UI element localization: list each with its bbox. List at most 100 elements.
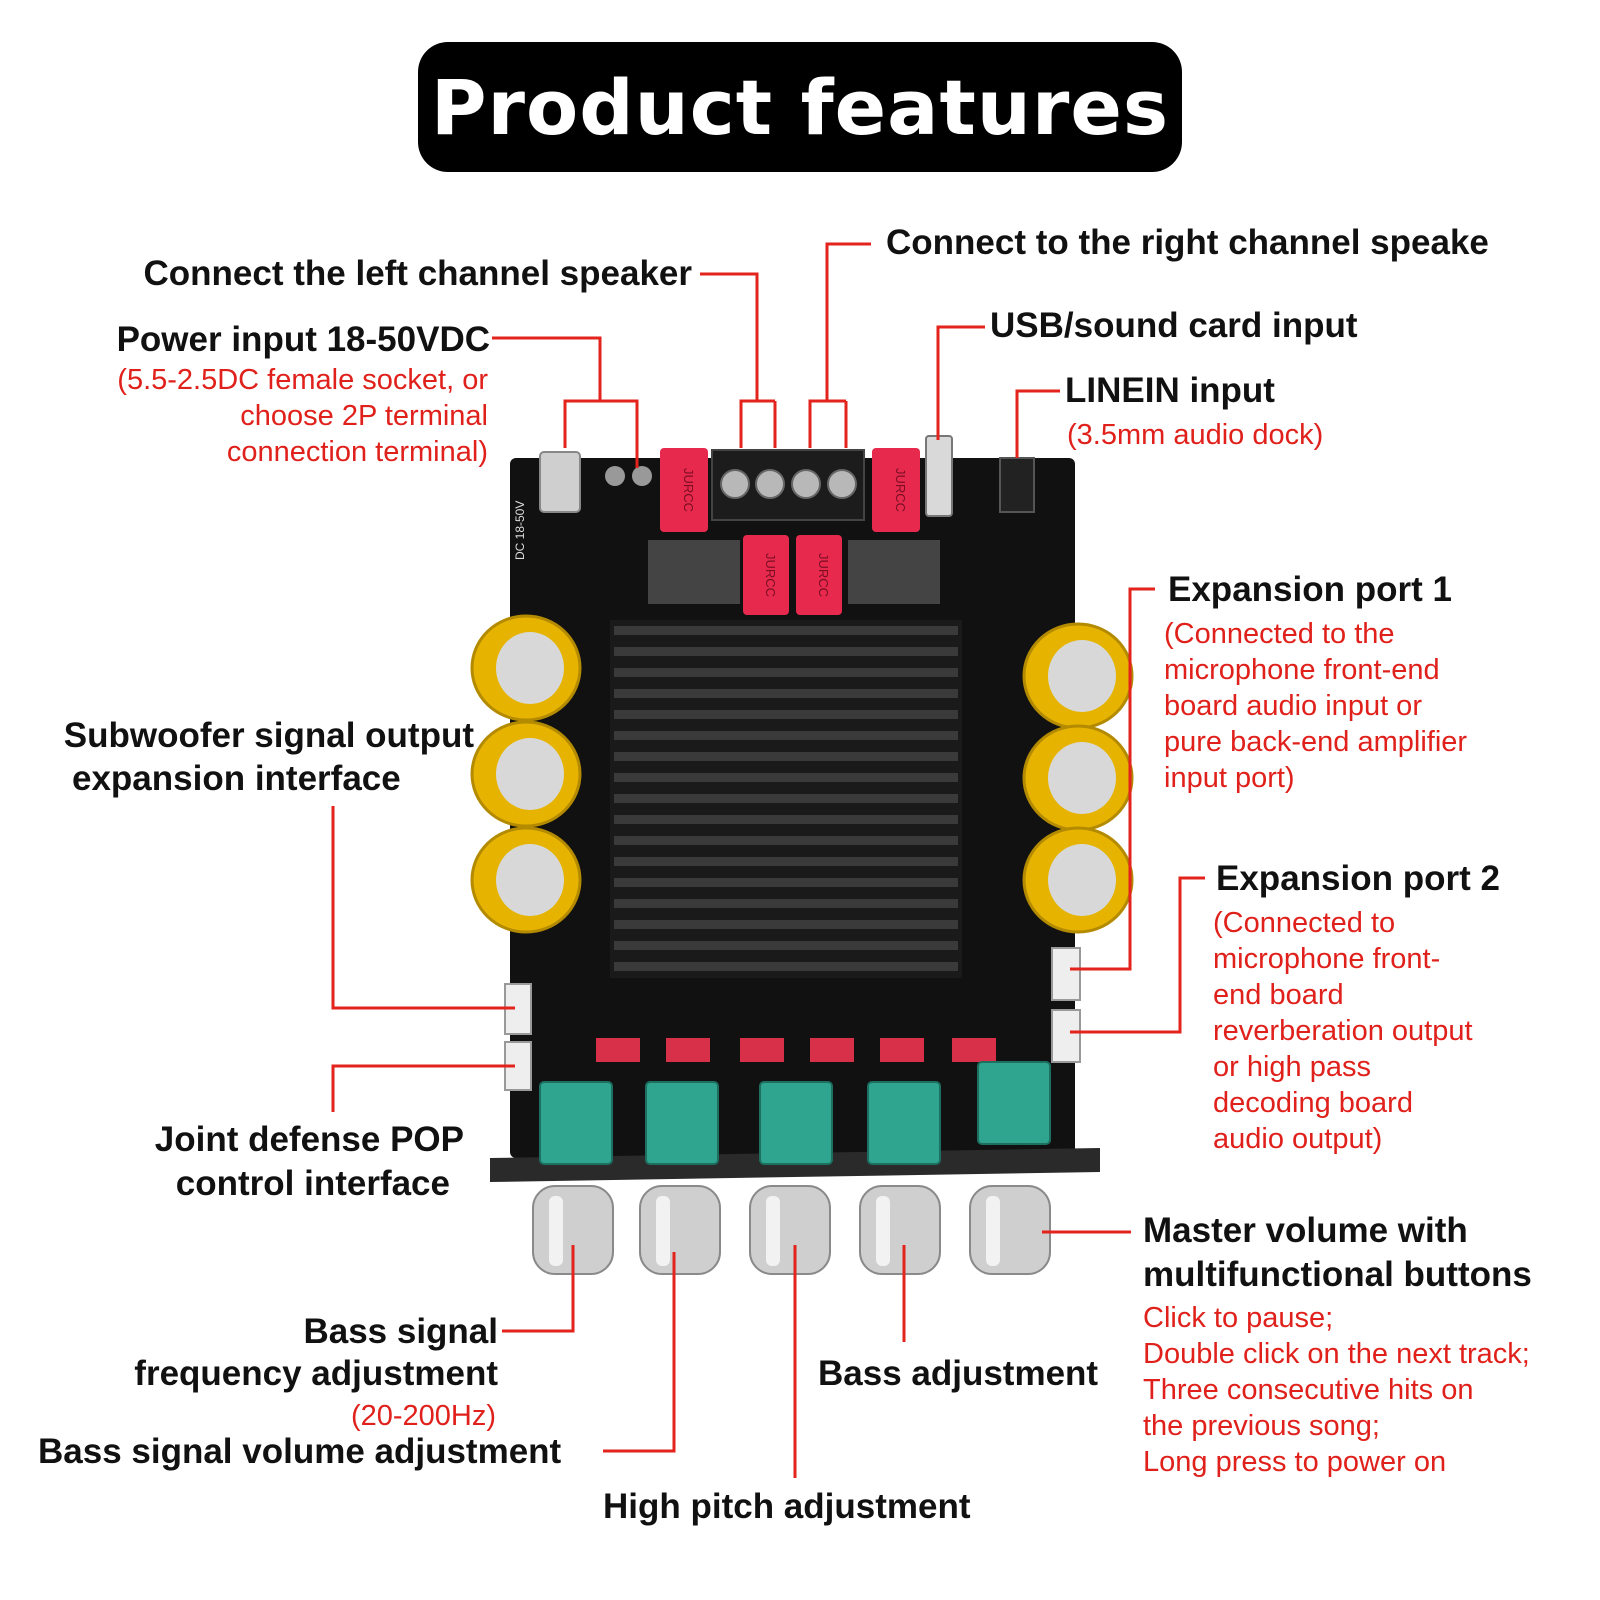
joint-defense-label-1: Joint defense POP <box>154 1120 464 1159</box>
expansion-port-1-detail-5: input port) <box>1164 762 1295 794</box>
page-title: Product features <box>430 62 1170 152</box>
audio-jack <box>999 457 1035 513</box>
master-volume-detail-5: Long press to power on <box>1143 1446 1447 1478</box>
terminal-screw <box>720 469 750 499</box>
right-speaker-label: Connect to the right channel speake <box>886 223 1489 262</box>
left-speaker-label: Connect the left channel speaker <box>143 254 692 293</box>
expansion-port-1-detail-4: pure back-end amplifier <box>1164 726 1468 758</box>
expansion-port-2-detail-4: reverberation output <box>1213 1015 1473 1047</box>
expansion-port-1-detail-1: (Connected to the <box>1164 618 1395 650</box>
capacitor <box>1022 622 1134 730</box>
master-volume-label-2: multifunctional buttons <box>1143 1255 1532 1294</box>
high-pitch-label: High pitch adjustment <box>603 1487 971 1526</box>
terminal-screw <box>791 469 821 499</box>
power-terminal-screw <box>605 466 625 486</box>
master-volume-detail-4: the previous song; <box>1143 1410 1380 1442</box>
bass-freq-label-1: Bass signal <box>303 1312 498 1351</box>
knob <box>639 1185 721 1275</box>
potentiometer <box>539 1081 613 1165</box>
terminal-screw <box>755 469 785 499</box>
expansion-port-1 <box>1051 947 1081 1001</box>
capacitor <box>470 614 582 722</box>
leader-line-right-speaker <box>808 242 871 448</box>
leader-line-power <box>492 336 602 448</box>
power-input-detail-1: (5.5-2.5DC female socket, or <box>117 364 488 396</box>
red-chip <box>666 1038 710 1062</box>
svg-text:JURCC: JURCC <box>816 553 831 597</box>
inductor-jurcc: JURCC <box>872 448 920 532</box>
leader-line-power-b <box>600 399 639 468</box>
svg-text:JURCC: JURCC <box>893 468 908 512</box>
leader-line-joint <box>331 1064 515 1112</box>
power-input-detail-3: connection terminal) <box>226 436 488 468</box>
bass-freq-range: (20-200Hz) <box>350 1400 496 1432</box>
inductor-jurcc: JURCC <box>743 535 789 615</box>
capacitor <box>470 826 582 934</box>
red-chip <box>740 1038 784 1062</box>
power-input-label: Power input 18-50VDC <box>116 320 490 359</box>
capacitor <box>1022 724 1134 832</box>
expansion-port-2-detail-5: or high pass <box>1213 1051 1371 1083</box>
red-chip <box>952 1038 996 1062</box>
linein-detail: (3.5mm audio dock) <box>1067 419 1324 451</box>
potentiometer <box>867 1081 941 1165</box>
inductor-grey <box>848 540 940 604</box>
usb-input-label: USB/sound card input <box>990 306 1358 345</box>
leader-line-bass-freq <box>502 1245 575 1333</box>
expansion-port-2-detail-6: decoding board <box>1213 1087 1413 1119</box>
expansion-port-1-detail-3: board audio input or <box>1164 690 1422 722</box>
knob <box>749 1185 831 1275</box>
bass-adjustment-label: Bass adjustment <box>818 1354 1099 1393</box>
master-volume-detail-1: Click to pause; <box>1143 1302 1334 1334</box>
expansion-port-2 <box>1051 1009 1081 1063</box>
leader-line-exp2 <box>1070 876 1205 1034</box>
master-volume-label-1: Master volume with <box>1143 1211 1468 1250</box>
leader-line-subwoofer <box>331 806 515 1010</box>
expansion-port-2-label: Expansion port 2 <box>1216 859 1500 898</box>
capacitor <box>470 720 582 828</box>
bass-volume-label: Bass signal volume adjustment <box>38 1432 562 1471</box>
leader-line-linein <box>1015 389 1060 458</box>
knob <box>859 1185 941 1275</box>
knob <box>532 1185 614 1275</box>
leader-line-bass-volume <box>603 1252 676 1453</box>
master-volume-detail-2: Double click on the next track; <box>1143 1338 1530 1370</box>
leader-line-left-speaker <box>700 272 759 448</box>
red-chip <box>880 1038 924 1062</box>
power-marking-text: DC 18-50V <box>513 501 527 560</box>
terminal-screw <box>827 469 857 499</box>
joint-defense-label-2: control interface <box>175 1164 450 1203</box>
capacitor <box>1022 826 1134 934</box>
title-banner: Product features <box>418 42 1182 172</box>
inductor-grey <box>648 540 740 604</box>
expansion-port-2-detail-3: end board <box>1213 979 1344 1011</box>
potentiometer <box>977 1061 1051 1145</box>
red-chip <box>810 1038 854 1062</box>
svg-text:JURCC: JURCC <box>763 553 778 597</box>
inductor-jurcc: JURCC <box>796 535 842 615</box>
svg-text:JURCC: JURCC <box>681 468 696 512</box>
expansion-port-2-detail-7: audio output) <box>1213 1123 1383 1155</box>
expansion-port-1-label: Expansion port 1 <box>1168 570 1452 609</box>
bass-freq-label-2: frequency adjustment <box>134 1354 498 1393</box>
leader-line-exp1 <box>1070 587 1155 971</box>
master-volume-detail-3: Three consecutive hits on <box>1143 1374 1474 1406</box>
potentiometer <box>759 1081 833 1165</box>
subwoofer-label-2: expansion interface <box>72 759 401 798</box>
expansion-port-2-detail-2: microphone front- <box>1213 943 1441 975</box>
knob <box>969 1185 1051 1275</box>
expansion-port-1-detail-2: microphone front-end <box>1164 654 1440 686</box>
expansion-port-2-detail-1: (Connected to <box>1213 907 1396 939</box>
potentiometer <box>645 1081 719 1165</box>
dc-jack <box>539 451 581 513</box>
inductor-jurcc: JURCC <box>660 448 708 532</box>
heatsink <box>610 620 962 978</box>
leader-line-usb <box>936 325 985 440</box>
red-chip <box>596 1038 640 1062</box>
power-input-detail-2: choose 2P terminal <box>240 400 488 432</box>
subwoofer-label-1: Subwoofer signal output <box>63 716 474 755</box>
linein-label: LINEIN input <box>1065 371 1275 410</box>
power-terminal-screw <box>632 466 652 486</box>
